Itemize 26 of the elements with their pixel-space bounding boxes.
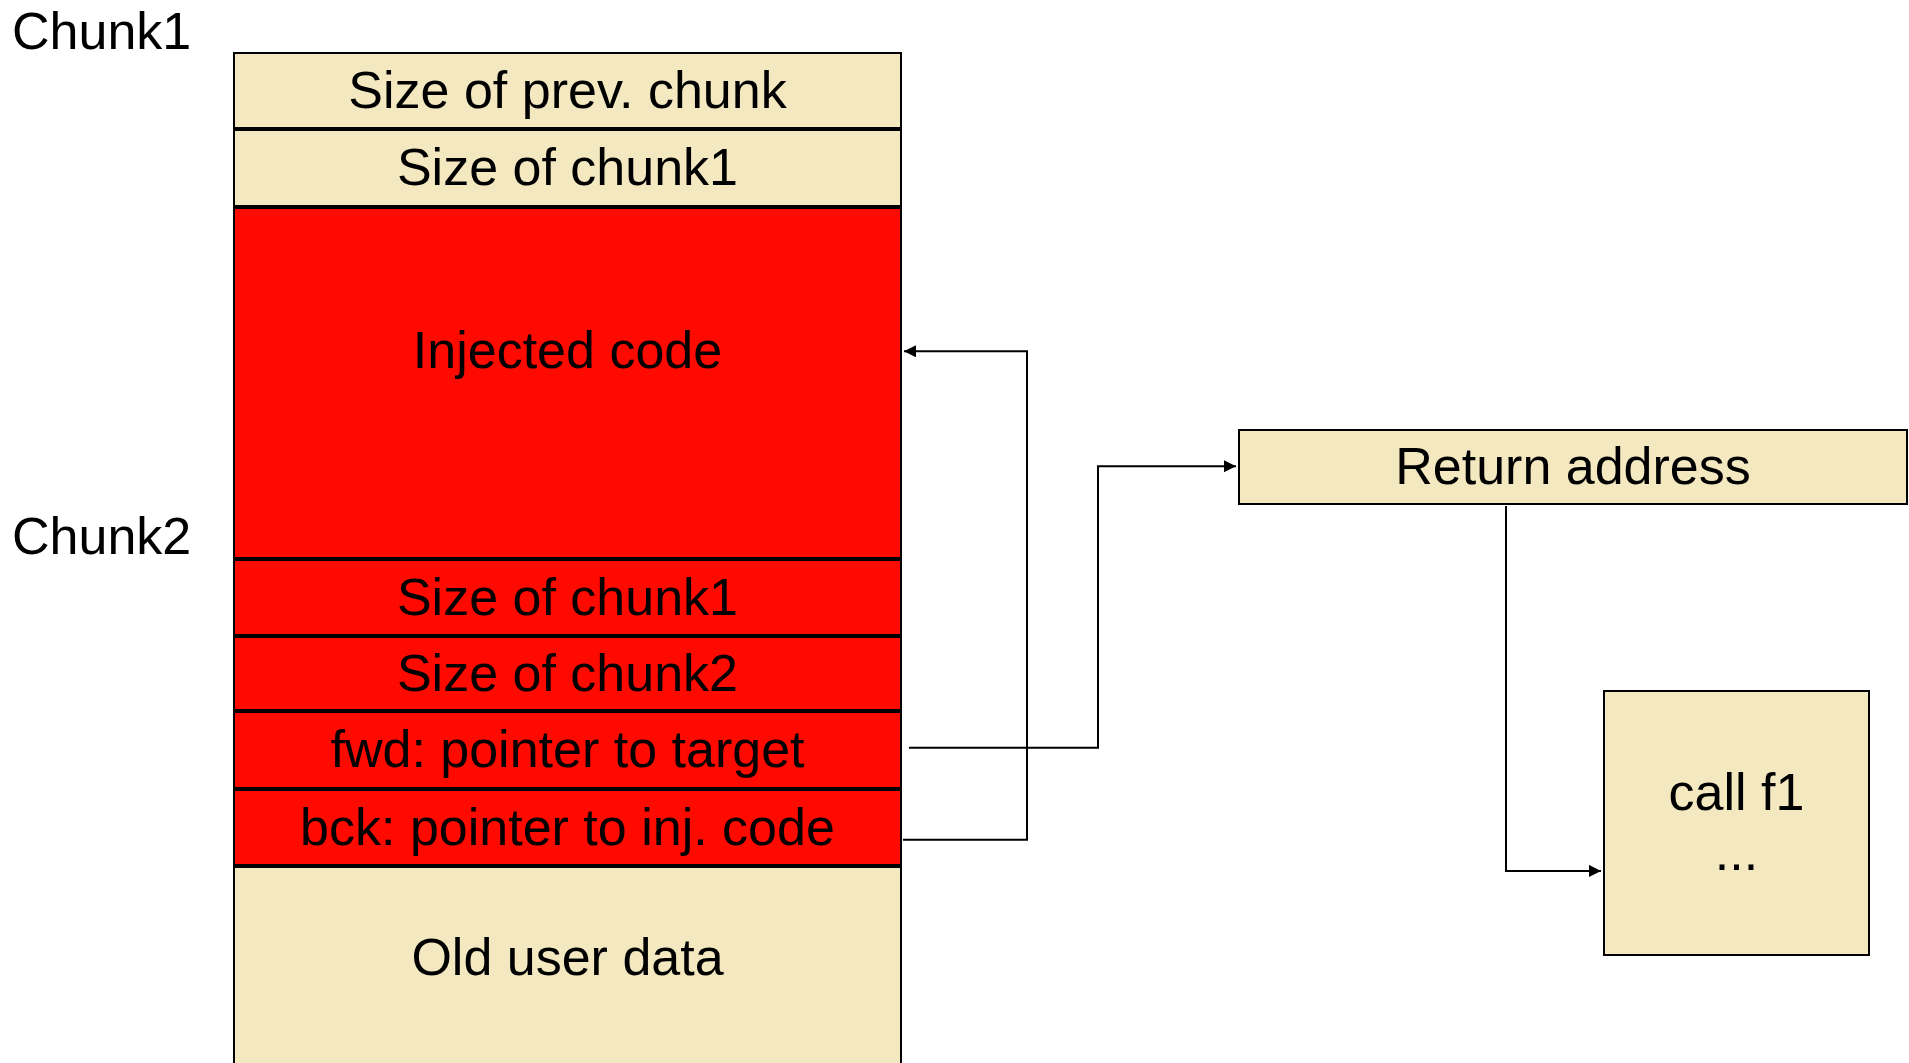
chunk-label: Chunk1 bbox=[12, 2, 192, 62]
field-label: Old user data bbox=[411, 928, 724, 988]
return-address-box bbox=[1238, 429, 1908, 505]
field-label: fwd: pointer to target bbox=[330, 720, 805, 780]
field-label: Size of prev. chunk bbox=[348, 60, 787, 121]
memory-field bbox=[233, 866, 902, 1063]
injected-code-region bbox=[233, 207, 902, 559]
memory-field bbox=[233, 636, 902, 711]
arrow bbox=[902, 345, 1028, 841]
memory-field bbox=[233, 129, 902, 207]
memory-field bbox=[233, 52, 902, 129]
arrow bbox=[1505, 505, 1602, 877]
field-label: Size of chunk1 bbox=[396, 567, 739, 628]
field-label: Size of chunk2 bbox=[396, 643, 739, 704]
code-box bbox=[1603, 690, 1870, 956]
chunk-label: Chunk2 bbox=[12, 507, 192, 567]
memory-field bbox=[233, 559, 902, 636]
field-label: Return address bbox=[1395, 437, 1751, 497]
field-label: bck: pointer to inj. code bbox=[300, 797, 835, 858]
field-label: Size of chunk1 bbox=[396, 138, 739, 198]
field-label: Injected code bbox=[412, 321, 723, 381]
memory-field bbox=[233, 789, 902, 866]
field-label: call f1 bbox=[1668, 763, 1805, 823]
memory-field bbox=[233, 711, 902, 789]
arrow bbox=[908, 460, 1237, 749]
field-label: ... bbox=[1714, 823, 1759, 883]
